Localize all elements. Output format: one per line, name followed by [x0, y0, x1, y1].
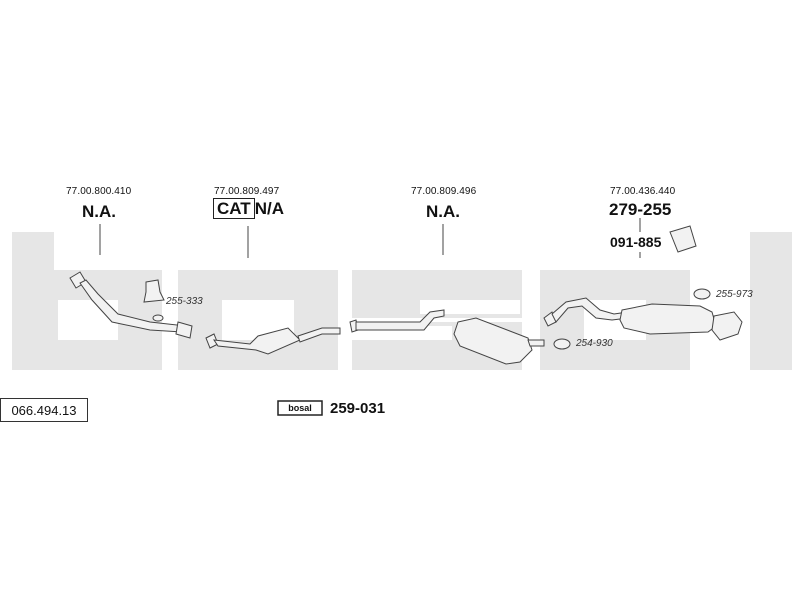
part-middle-silencer: N.A.: [426, 202, 460, 221]
part-rear-rubber: 255-973: [716, 289, 753, 300]
part-catalyst-value: N/A: [254, 199, 284, 218]
part-rear-accessory: 091-885: [610, 234, 662, 250]
part-rear-clamp: 254-930: [576, 338, 613, 349]
oem-number-rear-silencer: 77.00.436.440: [610, 186, 676, 197]
oem-number-catalyst: 77.00.809.497: [214, 186, 280, 197]
part-mounting-kit: 259-031: [330, 400, 386, 417]
bosal-kit-logo: bosal: [288, 403, 312, 413]
front-pipe-part: [69, 271, 193, 339]
rear-rubber-part: [693, 288, 711, 300]
rear-silencer-part: [543, 297, 743, 341]
part-front-clamp: 255-333: [166, 296, 203, 307]
rear-clamp-part: [553, 338, 571, 350]
front-clamp-part: [143, 279, 165, 322]
middle-silencer-part: [349, 309, 545, 365]
bosal-kit-box: [277, 400, 323, 416]
rear-accessory-part: [669, 225, 697, 253]
oem-number-middle-silencer: 77.00.809.496: [411, 186, 477, 197]
diagram-code-box: 066.494.13: [0, 398, 88, 422]
catalyst-part: [205, 327, 341, 355]
part-rear-silencer: 279-255: [609, 200, 672, 219]
cat-badge: CAT: [213, 198, 255, 219]
oem-number-front-pipe: 77.00.800.410: [66, 186, 132, 197]
part-front-pipe: N.A.: [82, 202, 116, 221]
